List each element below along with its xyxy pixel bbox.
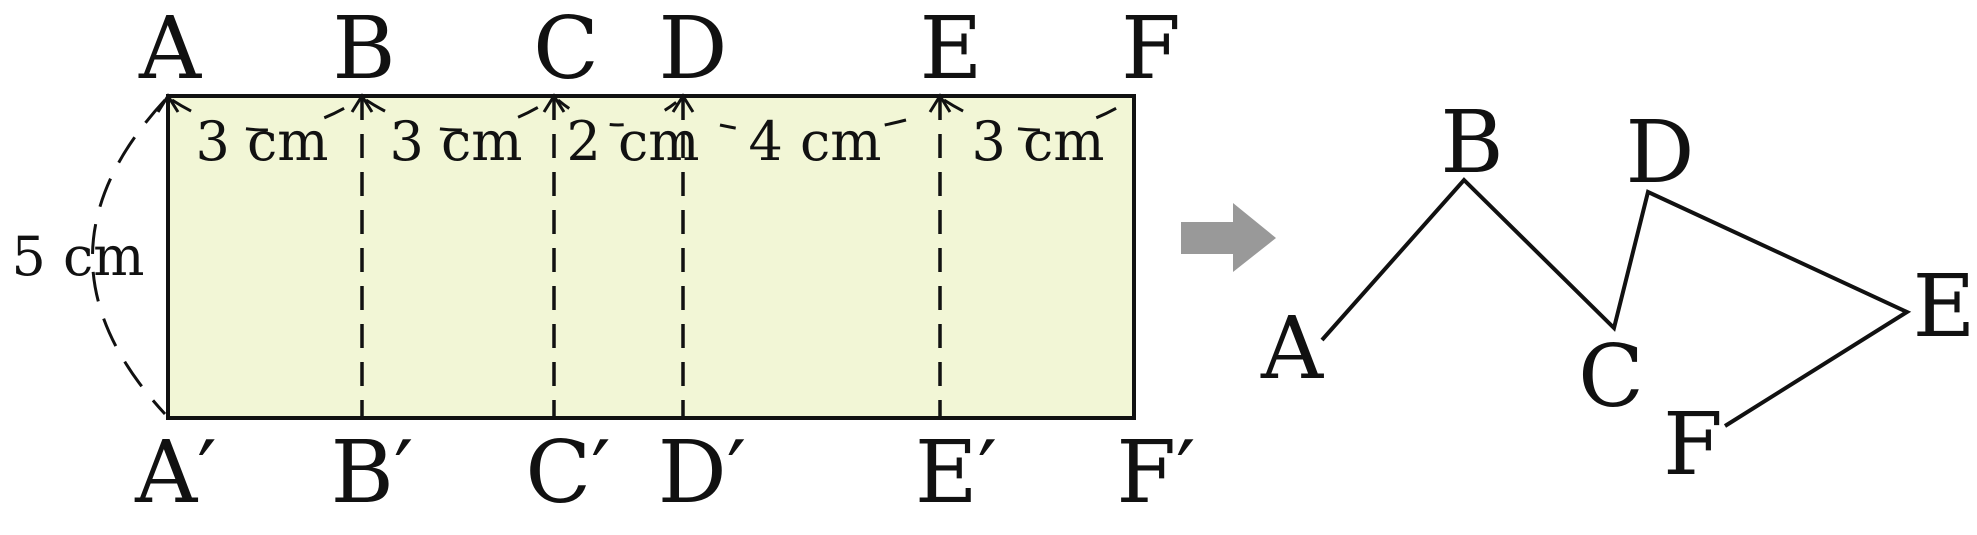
label-top-f: F — [1121, 0, 1181, 99]
right-folded-figure: A B C D E F — [1260, 93, 1975, 495]
dim-arc-1 — [171, 98, 359, 132]
segment-label-ef: 3 cm — [972, 110, 1105, 173]
folded-label-a: A — [1260, 299, 1324, 399]
label-bottom-d-prime: D′ — [658, 423, 746, 523]
segment-label-ab: 3 cm — [196, 110, 329, 173]
folded-label-f: F — [1663, 395, 1723, 495]
label-top-b: B — [332, 0, 395, 99]
arrowhead-b — [350, 93, 374, 113]
label-bottom-e-prime: E′ — [915, 423, 997, 523]
dim-arc-5 — [943, 98, 1131, 132]
left-rectangle-figure: A B C D E F A′ B′ C′ D′ E′ F′ 3 cm 3 cm … — [12, 0, 1196, 523]
folded-label-c: C — [1578, 327, 1644, 427]
folded-label-d: D — [1626, 103, 1695, 203]
label-top-e: E — [920, 0, 983, 99]
arrowhead-d — [671, 93, 695, 113]
right-arrow-icon — [1181, 203, 1276, 272]
paper-rectangle — [166, 94, 1136, 420]
folded-label-e: E — [1913, 257, 1976, 357]
segment-label-bc: 3 cm — [390, 110, 523, 173]
height-label: 5 cm — [12, 225, 145, 288]
folded-label-b: B — [1440, 93, 1503, 193]
label-bottom-b-prime: B′ — [331, 423, 414, 523]
arrowhead-e — [928, 93, 952, 113]
label-bottom-f-prime: F′ — [1116, 423, 1195, 523]
folded-zigzag-path — [1320, 177, 1912, 428]
label-bottom-c-prime: C′ — [525, 423, 610, 523]
segment-label-cd: 2 cm — [567, 110, 700, 173]
segment-label-de: 4 cm — [749, 110, 882, 173]
dim-arc-2 — [365, 98, 551, 132]
height-arc — [91, 98, 167, 416]
label-top-d: D — [659, 0, 728, 99]
arrowhead-c — [542, 93, 566, 113]
label-top-a: A — [138, 0, 202, 99]
dim-arc-3 — [557, 98, 680, 127]
label-bottom-a-prime: A′ — [134, 423, 217, 523]
arrowhead-a — [156, 93, 180, 113]
label-top-c: C — [533, 0, 599, 99]
